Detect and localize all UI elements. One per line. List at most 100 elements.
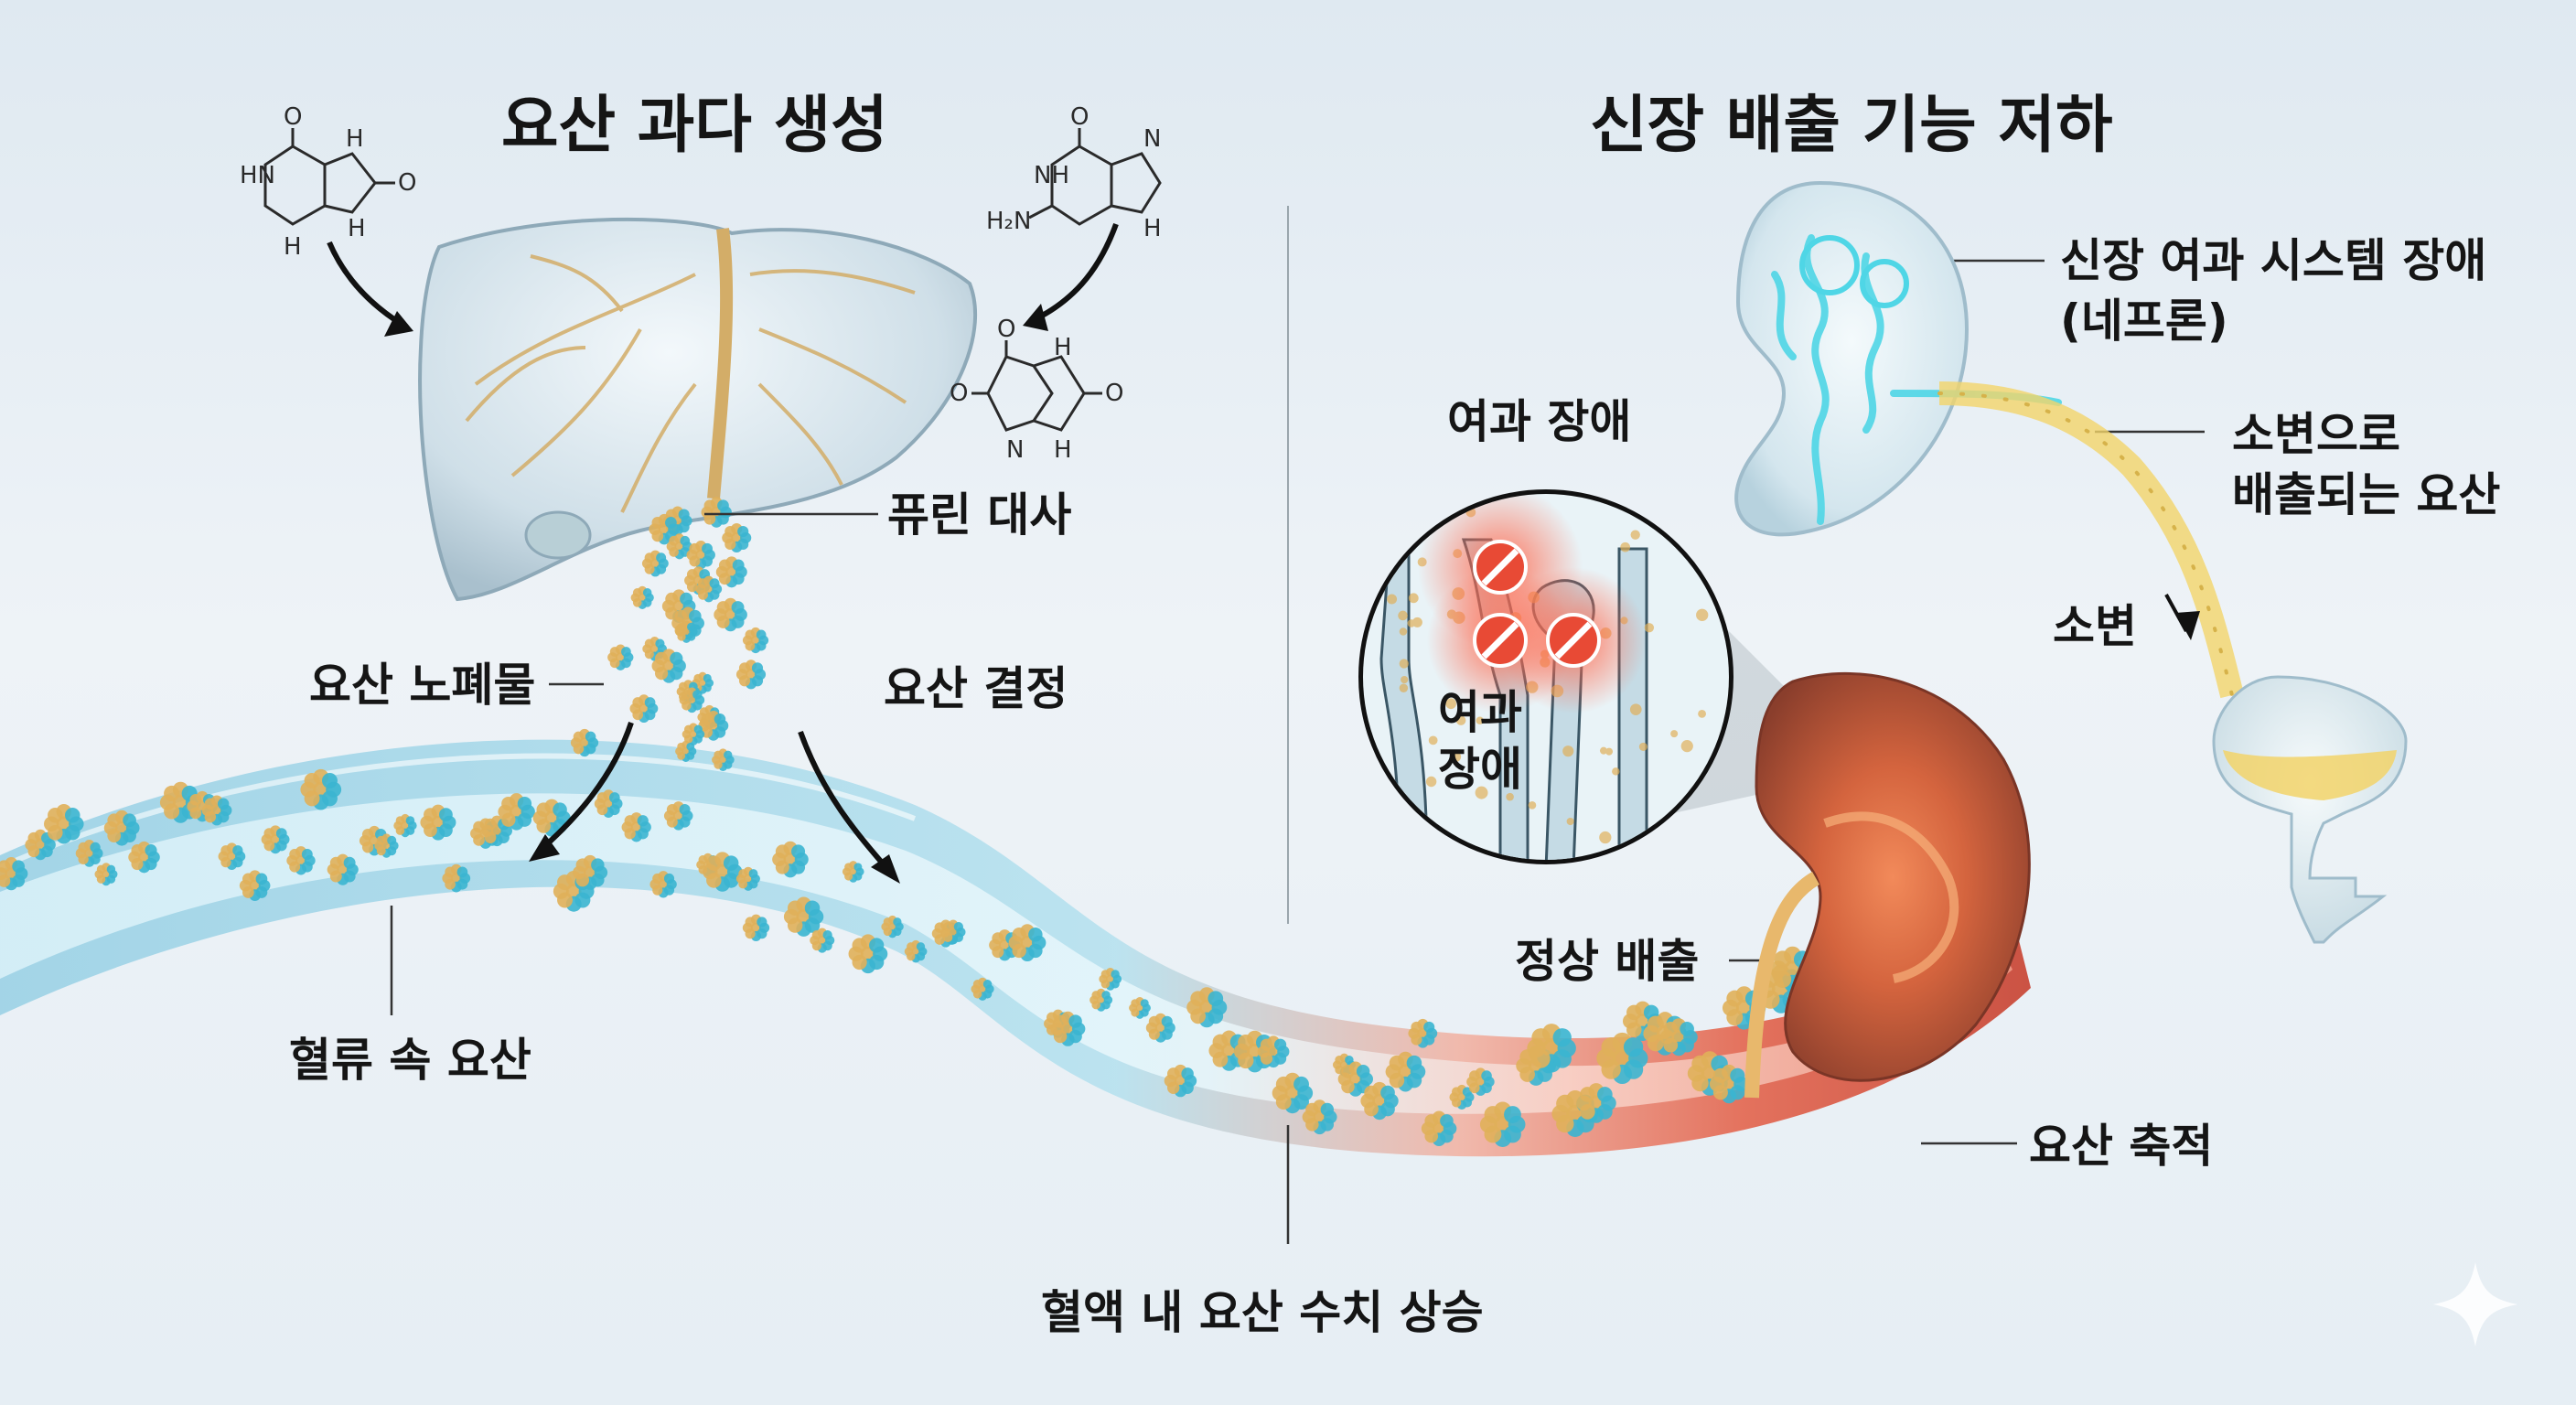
chem-h-top: H: [346, 125, 364, 153]
bladder-icon: [2212, 675, 2408, 944]
chem-u-n: N: [1006, 436, 1024, 464]
crystal-cluster: [218, 842, 246, 871]
crystal-cluster: [1272, 1072, 1314, 1114]
chem-u-o-right: O: [1105, 380, 1123, 407]
crystal-cluster: [420, 804, 456, 841]
chem-o-top: O: [284, 103, 302, 131]
chem-h-bottom2: H: [284, 233, 302, 261]
crystal-cluster: [722, 522, 752, 553]
label-filtration-disorder-top: 여과 장애: [1447, 395, 1632, 448]
urine-path: [1937, 381, 2244, 699]
flow-arrows: [327, 222, 1119, 871]
crystal-cluster: [686, 540, 715, 570]
label-uric-acid-crystal: 요산 결정: [884, 662, 1068, 715]
label-filtration-inset-line1: 여과: [1438, 686, 1522, 739]
crystal-cluster: [692, 671, 714, 694]
crystal-cluster: [300, 768, 342, 810]
crystal-cluster: [239, 870, 271, 901]
kidney-icon: [1744, 671, 2031, 1099]
crystal-cluster: [393, 813, 417, 838]
crystal-cluster: [848, 934, 888, 974]
chem-g-h2n: H₂N: [986, 208, 1031, 235]
chem-g-nh: NH: [1034, 162, 1069, 189]
crystal-cluster: [735, 660, 767, 690]
label-urine-excretion-line2: 배출되는 요산: [2232, 468, 2501, 521]
crystal-cluster: [1421, 1110, 1457, 1147]
crystal-cluster: [675, 620, 698, 643]
liver-icon: [418, 217, 978, 602]
arrow-heads: [384, 304, 1048, 884]
crystal-cluster: [712, 748, 735, 771]
crystal-cluster: [1257, 1035, 1290, 1068]
crystal-cluster: [675, 740, 697, 762]
crystal-cluster: [735, 866, 760, 891]
crystal-cluster: [442, 863, 471, 893]
crystal-cluster: [703, 852, 743, 892]
crystal-cluster: [1050, 1011, 1086, 1046]
crystal-cluster: [651, 649, 686, 683]
crystal-cluster: [374, 833, 399, 858]
crystal-cluster: [679, 687, 705, 713]
filtration-inset: [1358, 489, 1793, 864]
crystal-cluster: [663, 801, 693, 831]
crystal-cluster: [75, 840, 103, 867]
crystal-cluster: [1099, 967, 1122, 991]
crystal-cluster: [714, 597, 747, 632]
crystal-cluster: [1408, 1018, 1438, 1048]
nephron-kidney-icon: [1734, 180, 2062, 537]
crystal-cluster: [881, 915, 904, 938]
crystal-cluster: [201, 795, 232, 826]
crystal-cluster: [573, 854, 608, 890]
crystal-cluster: [261, 825, 290, 854]
label-filtration-inset-line2: 장애: [1438, 743, 1522, 796]
crystal-cluster: [940, 919, 966, 945]
crystal-cluster: [682, 723, 705, 745]
crystal-cluster: [103, 810, 140, 846]
urine-arrow: [2175, 611, 2200, 640]
crystal-cluster: [1479, 1101, 1526, 1148]
urine-arrow-line: [2164, 594, 2188, 632]
crystal-cluster: [742, 627, 769, 654]
crystal-cluster: [715, 556, 747, 588]
crystal-cluster: [641, 550, 669, 577]
crystal-cluster: [1709, 1064, 1749, 1104]
crystal-cluster: [0, 857, 28, 891]
crystal-cluster: [649, 513, 680, 545]
crystal-cluster: [971, 977, 994, 1001]
title-right: 신장 배출 기능 저하: [1590, 90, 2113, 162]
crystal-cluster: [783, 896, 824, 937]
crystal-cluster: [1360, 1081, 1399, 1121]
crystal-cluster: [649, 871, 677, 898]
crystal-cluster: [25, 829, 56, 861]
crystal-cluster: [94, 863, 118, 886]
crystal-cluster: [128, 841, 160, 874]
chem-h-bottom: H: [348, 215, 366, 242]
crystal-cluster: [1385, 1051, 1426, 1092]
crystal-cluster: [532, 799, 571, 837]
crystal-cluster: [742, 914, 770, 941]
crystal-cluster: [570, 728, 599, 757]
crystal-cluster: [607, 644, 634, 670]
crystal-cluster: [1337, 1061, 1373, 1097]
chem-u-o-left: O: [950, 380, 968, 407]
chem-u-h: H: [1054, 334, 1072, 361]
crystal-cluster: [810, 928, 835, 953]
crystal-cluster: [43, 803, 84, 844]
label-uric-acid-accumulation: 요산 축적: [2029, 1120, 2214, 1173]
crystal-cluster: [1089, 988, 1113, 1012]
crystal-cluster: [1129, 996, 1151, 1019]
chem-g-o: O: [1070, 103, 1089, 131]
label-blood-uric-acid-rise: 혈액 내 요산 수치 상승: [1041, 1286, 1484, 1339]
guanine-molecule: [1028, 128, 1162, 226]
crystal-cluster: [701, 497, 732, 528]
crystal-cluster: [1576, 1083, 1616, 1123]
label-kidney-filtration-line1: 신장 여과 시스템 장애: [2060, 234, 2487, 287]
label-urine: 소변: [2053, 600, 2137, 653]
crystal-cluster: [772, 841, 809, 878]
crystal-cluster: [621, 812, 651, 842]
label-uric-acid-bloodstream: 혈류 속 요산: [289, 1034, 531, 1087]
title-left: 요산 과다 생성: [501, 90, 888, 162]
crystal-cluster: [1527, 1024, 1576, 1073]
crystal-stream: [570, 497, 769, 771]
